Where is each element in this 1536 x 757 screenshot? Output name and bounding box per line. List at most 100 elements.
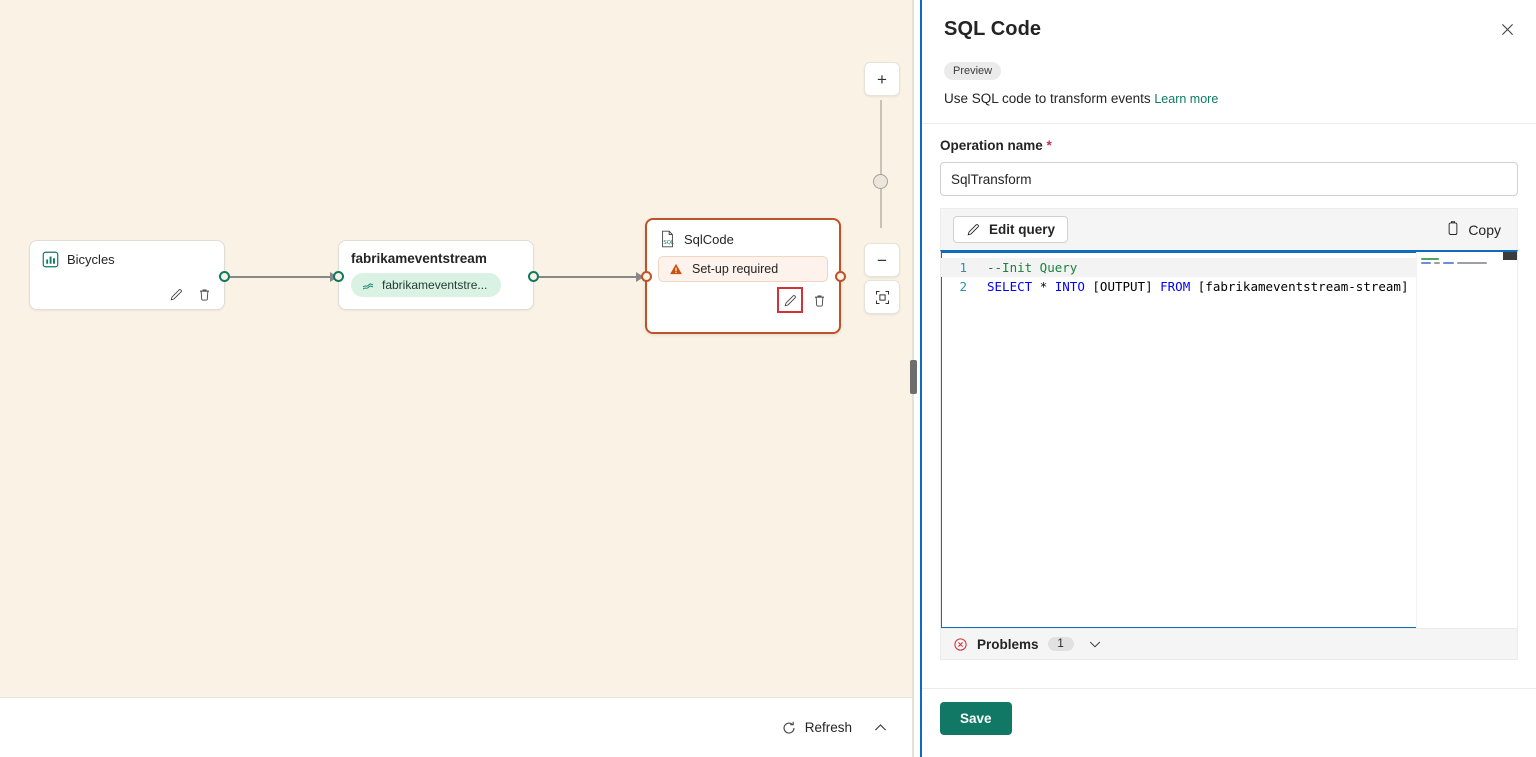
problems-label: Problems <box>977 636 1039 652</box>
eventstream-canvas[interactable]: Bicycles fabrikameventstrea <box>0 0 912 757</box>
node-sqlcode-header: SQL SqlCode <box>647 220 839 248</box>
node-bicycles-header: Bicycles <box>30 241 224 268</box>
chevron-down-icon[interactable] <box>1087 636 1103 652</box>
panel-divider <box>922 123 1536 124</box>
editor-toolbar: Edit query Copy <box>940 208 1518 250</box>
operation-name-field-group: Operation name * <box>922 124 1536 196</box>
save-button[interactable]: Save <box>940 702 1012 735</box>
line-number: 2 <box>959 279 967 294</box>
node-bicycles-actions <box>30 284 224 312</box>
page-title: SQL Code <box>944 18 1042 40</box>
code-line: 1 --Init Query <box>941 258 1517 277</box>
pencil-icon[interactable] <box>166 284 186 304</box>
panel-splitter-handle[interactable] <box>910 360 917 394</box>
code-token: --Init Query <box>987 260 1078 275</box>
pencil-icon <box>966 222 981 237</box>
eventstream-icon <box>361 278 375 292</box>
code-token: [OUTPUT] <box>1092 279 1161 294</box>
code-token: [fabrikameventstream-stream] <box>1197 279 1409 294</box>
minus-icon: − <box>877 250 887 270</box>
refresh-button[interactable]: Refresh <box>781 720 852 736</box>
refresh-icon <box>781 720 797 736</box>
code-token: FROM <box>1160 279 1198 294</box>
node-fabrikameventstream-title: fabrikameventstream <box>351 251 487 266</box>
node-fabrikameventstream-header: fabrikameventstream <box>339 241 533 266</box>
sql-code-editor[interactable]: 1 --Init Query 2 SELECT * INTO [OUTPUT] FRO… <box>940 250 1518 629</box>
edit-query-button[interactable]: Edit query <box>953 216 1069 243</box>
canvas-bottom-bar: Refresh <box>0 697 912 757</box>
problems-count-badge: 1 <box>1047 637 1074 651</box>
copy-icon <box>1445 221 1461 238</box>
operation-name-label-text: Operation name <box>940 138 1043 153</box>
warning-triangle-icon <box>669 262 683 276</box>
connector-bicycles-out[interactable] <box>219 271 230 282</box>
fit-to-screen-icon <box>875 290 890 305</box>
chevron-up-icon[interactable] <box>870 718 890 738</box>
status-badge-label: Set-up required <box>692 262 779 276</box>
chart-bar-icon <box>42 251 59 268</box>
zoom-slider-thumb[interactable] <box>873 174 888 189</box>
connector-eventstream-in[interactable] <box>333 271 344 282</box>
fit-to-screen-button[interactable] <box>864 280 900 314</box>
editor-vscrollbar[interactable] <box>1503 252 1517 628</box>
operation-name-label: Operation name * <box>940 138 1518 153</box>
error-circle-icon <box>953 637 968 652</box>
connector-sqlcode-in[interactable] <box>641 271 652 282</box>
node-fabrikameventstream-body: fabrikameventstre... <box>339 266 533 297</box>
minimap-row <box>1457 262 1487 264</box>
edge-eventstream-to-sqlcode <box>534 276 646 278</box>
node-fabrikameventstream[interactable]: fabrikameventstream fabrikameventstre... <box>338 240 534 310</box>
edge-arrow-2 <box>636 272 644 282</box>
panel-subtitle: Use SQL code to transform events Learn m… <box>944 91 1514 106</box>
connector-sqlcode-out[interactable] <box>835 271 846 282</box>
minimap-row <box>1443 262 1454 264</box>
panel-intro: Preview Use SQL code to transform events… <box>922 41 1536 106</box>
copy-label: Copy <box>1468 221 1501 238</box>
minimap-row <box>1434 262 1440 264</box>
zoom-out-button[interactable]: − <box>864 243 900 277</box>
code-content[interactable]: 1 --Init Query 2 SELECT * INTO [OUTPUT] FRO… <box>941 252 1517 628</box>
code-token: INTO <box>1054 279 1093 294</box>
code-text: SELECT * INTO [OUTPUT] FROM [fabrikameve… <box>987 279 1408 294</box>
line-number: 1 <box>959 260 967 275</box>
zoom-slider-track[interactable] <box>880 100 882 228</box>
canvas-surface[interactable]: Bicycles fabrikameventstrea <box>0 0 912 697</box>
zoom-in-button[interactable]: + <box>864 62 900 96</box>
node-sqlcode-title: SqlCode <box>684 231 734 247</box>
minimap-row <box>1421 262 1431 264</box>
editor-minimap[interactable] <box>1416 252 1503 628</box>
svg-text:SQL: SQL <box>663 240 674 246</box>
copy-button[interactable]: Copy <box>1445 221 1505 238</box>
pencil-icon[interactable] <box>777 287 803 313</box>
node-sqlcode-status-wrap: Set-up required <box>647 248 839 282</box>
stream-pill[interactable]: fabrikameventstre... <box>351 273 502 297</box>
node-sqlcode-actions <box>647 287 839 319</box>
trash-icon[interactable] <box>194 284 214 304</box>
sql-code-panel: SQL Code Preview Use SQL code to transfo… <box>922 0 1536 757</box>
problems-bar[interactable]: Problems 1 <box>940 629 1518 660</box>
status-badge[interactable]: Set-up required <box>658 256 828 282</box>
edit-query-label: Edit query <box>989 222 1056 237</box>
edge-bicycles-to-eventstream <box>228 276 340 278</box>
editor-vscrollbar-thumb[interactable] <box>1503 252 1517 260</box>
trash-icon[interactable] <box>809 290 829 310</box>
code-token: * <box>1039 279 1055 294</box>
sql-file-icon: SQL <box>659 230 676 248</box>
close-icon[interactable] <box>1494 16 1520 42</box>
plus-icon: + <box>877 69 887 89</box>
node-bicycles[interactable]: Bicycles <box>29 240 225 310</box>
code-token: SELECT <box>987 279 1040 294</box>
required-marker: * <box>1046 138 1052 153</box>
panel-footer: Save <box>922 688 1536 757</box>
learn-more-link[interactable]: Learn more <box>1154 92 1219 106</box>
operation-name-input[interactable] <box>940 162 1518 196</box>
panel-subtitle-text: Use SQL code to transform events <box>944 91 1151 106</box>
panel-focus-indicator <box>920 0 922 757</box>
zoom-controls: + − <box>864 62 900 314</box>
node-sqlcode[interactable]: SQL SqlCode Set-up <box>645 218 841 334</box>
connector-eventstream-out[interactable] <box>528 271 539 282</box>
code-text: --Init Query <box>987 260 1077 275</box>
refresh-label: Refresh <box>804 720 852 735</box>
